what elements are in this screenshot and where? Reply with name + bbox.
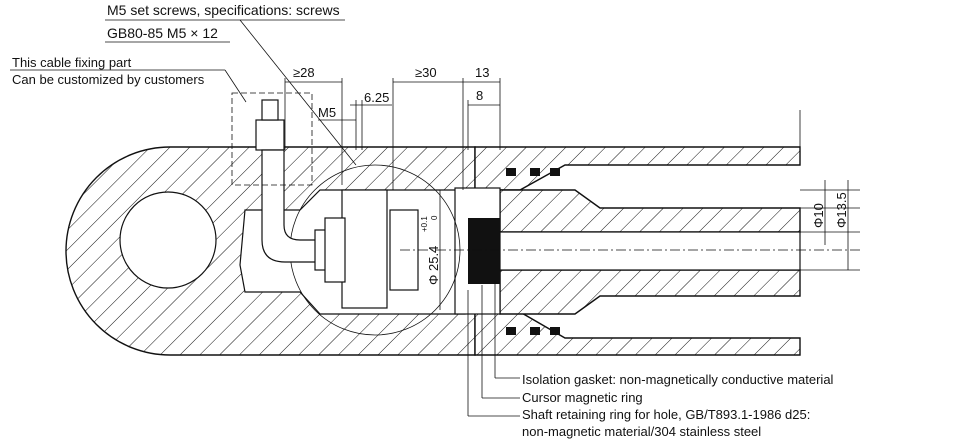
dim-28: ≥28 [293,65,315,80]
set-screw-title: M5 set screws, specifications: screws [107,2,340,18]
dim-30: ≥30 [415,65,437,80]
dim-tol-upper: +0.1 [420,216,429,232]
leader-lines [10,19,520,417]
dim-dia-13-5: Φ13.5 [834,192,849,228]
cable-note-line2: Can be customized by customers [12,72,205,87]
rod-bore [499,231,801,271]
dimension-lines [284,78,860,355]
seals [506,168,560,335]
dim-6-25: 6.25 [364,90,389,105]
set-screw-spec: GB80-85 M5 × 12 [107,25,218,41]
shaft-ring-label-line2: non-magnetic material/304 stainless stee… [522,424,761,439]
mounting-eye-hole [119,191,217,289]
cursor-magnetic-ring [468,218,500,284]
dim-tol-lower: 0 [430,215,439,220]
dim-13: 13 [475,65,489,80]
dim-dia-10: Φ10 [811,203,826,228]
dim-8: 8 [476,88,483,103]
dim-dia-25-4: Φ 25.4 [426,246,441,285]
cable-note-line1: This cable fixing part [12,55,132,70]
cursor-ring-label: Cursor magnetic ring [522,390,643,405]
shaft-ring-label-line1: Shaft retaining ring for hole, GB/T893.1… [522,407,810,422]
isolation-gasket-label: Isolation gasket: non-magnetically condu… [522,372,834,387]
customizable-region [231,92,313,186]
cable-gland [255,99,346,283]
dim-m5: M5 [318,105,336,120]
